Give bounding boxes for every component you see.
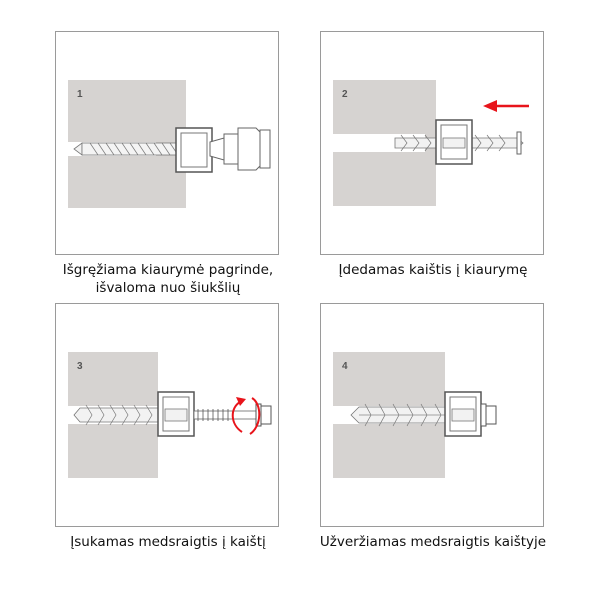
step-number: 3 (77, 361, 83, 372)
profile-inner (449, 396, 477, 432)
step-2-illustration: 2 (320, 31, 544, 255)
attached-profile (175, 127, 213, 173)
caption-line-1: Įdedamas kaištis į kiaurymę (338, 262, 528, 278)
drill-chuck-body (223, 133, 239, 165)
step-number: 2 (342, 89, 348, 100)
rotation-arrow (231, 397, 261, 435)
step-caption: Įdedamas kaištis į kiaurymę (310, 261, 556, 279)
step-4-illustration: 4 (320, 303, 544, 527)
drill-chuck (209, 137, 225, 161)
step-3-illustration: 3 (55, 303, 279, 527)
caption-line-1: Užveržiamas medsraigtis kaištyje (319, 534, 547, 550)
profile-inner (180, 132, 208, 168)
profile-inner (440, 124, 468, 160)
anchor-collar (516, 131, 522, 155)
screw-shank (193, 410, 265, 420)
step-number: 1 (77, 89, 83, 100)
drilling-illustration (68, 80, 271, 208)
anchor-ribs (85, 404, 153, 426)
tightened-illustration (333, 352, 497, 478)
drill-housing (237, 127, 261, 171)
caption-line-2: išvaloma nuo šiukšlių (95, 280, 241, 296)
step-caption: Užveržiamas medsraigtis kaištyje (310, 533, 556, 551)
screw-washer (480, 403, 487, 427)
anchor-ribs (400, 134, 506, 152)
screwing-illustration (68, 352, 272, 478)
step-caption: Įsukamas medsraigtis į kaištį (45, 533, 291, 551)
profile-inner (162, 396, 190, 432)
screw-head (260, 405, 272, 425)
anchor-through-profile (442, 137, 466, 149)
caption-line-1: Įsukamas medsraigtis į kaištį (70, 534, 266, 550)
step-number: 4 (342, 361, 348, 372)
step-caption: Išgręžiama kiaurymė pagrinde, išvaloma n… (45, 261, 291, 297)
insert-direction-arrow (483, 100, 529, 112)
anchor-through-profile (451, 408, 475, 422)
caption-line-1: Išgręžiama kiaurymė pagrinde, (62, 262, 274, 278)
step-1-illustration: 1 (55, 31, 279, 255)
drill-housing-back (259, 129, 271, 169)
anchor-through-profile (164, 408, 188, 422)
inserting-anchor-illustration (333, 80, 529, 206)
screw-head (485, 405, 497, 425)
anchor-plug (73, 407, 161, 423)
screw-thread (197, 409, 229, 421)
